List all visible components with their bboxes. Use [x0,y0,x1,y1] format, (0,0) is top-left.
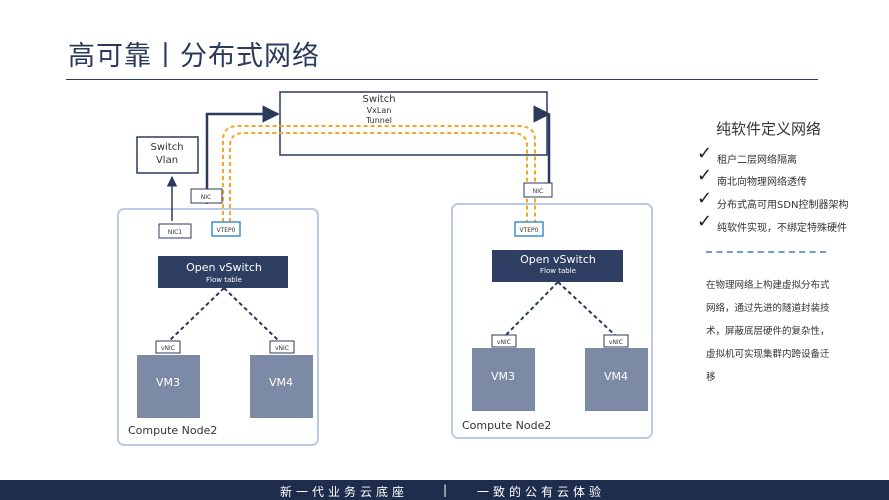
description-line: 虚拟机可实现集群内跨设备迁 [706,349,830,360]
switch-vxlan-line1: Switch [362,94,395,105]
ovs-left-sub: Flow table [206,276,242,284]
description-line: 移 [706,372,716,383]
link-ovs-vm3-left [167,287,225,343]
switch-vlan-line2: Vlan [156,155,178,166]
switch-vxlan-box [279,91,548,156]
vm4-right-label: VM4 [604,370,628,383]
footer-left-text: 新一代业务云底座 [280,485,409,499]
description-line: 术，屏蔽底层硬件的复杂性， [706,326,830,337]
ovs-left-box [158,256,288,288]
vnic-right-vm3-label: vNIC [497,339,511,346]
footer-bar: 新一代业务云底座 | 一致的公有云体验 [0,480,889,500]
feature-label: 分布式高可用SDN控制器架构 [717,200,849,211]
ovs-right-title: Open vSwitch [520,253,596,266]
vtep-right-box [514,221,544,237]
switch-vlan-line1: Switch [150,142,183,153]
title-divider [66,79,818,80]
footer-right-text: 一致的公有云体验 [477,485,606,499]
switch-vlan-box [136,136,199,174]
switch-vxlan-line2: VxLan [367,106,392,115]
nic-left-label: NIC [201,194,211,201]
vnic-left-vm3-label: vNIC [161,345,175,352]
description-line: 在物理网络上构建虚拟分布式 [706,280,830,291]
vm3-right-box [472,348,535,411]
link-left-to-vxlan [205,105,280,196]
link-ovs-vm4-right [557,281,617,337]
nic1-label: NIC1 [168,229,182,236]
ovs-left-title: Open vSwitch [186,261,262,274]
check-icon: ✓ [697,143,713,164]
compute-node-left [117,208,319,446]
compute-node-right [451,203,653,439]
compute-node-left-label: Compute Node2 [128,424,217,437]
link-ovs-vm4-left [223,287,281,343]
vm4-left-label: VM4 [269,376,293,389]
sidebar-dashed-divider [706,251,826,253]
ovs-right-sub: Flow table [540,267,576,275]
vm3-left-box [137,355,200,418]
vtep-right-label: VTEP0 [520,227,539,234]
network-diagram: Switch VxLan Tunnel Switch Vlan NIC NIC … [117,91,653,446]
check-icon: ✓ [697,165,713,186]
description-line: 网络，通过先进的隧道封装技 [706,303,830,314]
vnic-left-vm4-box [269,340,295,354]
page-title: 高可靠丨分布式网络 [68,41,320,72]
vnic-left-vm3-box [155,340,181,354]
vnic-right-vm4-label: vNIC [609,339,623,346]
feature-label: 纯软件实现，不绑定特殊硬件 [717,223,847,234]
vm3-left-label: VM3 [156,376,180,389]
sidebar-title: 纯软件定义网络 [716,120,822,138]
check-icon: ✓ [697,188,713,209]
vm3-right-label: VM3 [491,370,515,383]
vnic-left-vm4-label: vNIC [275,345,289,352]
feature-label: 租户二层网络隔离 [717,155,797,166]
feature-label: 南北向物理网络透传 [717,177,807,188]
vtep-left-label: VTEP0 [217,227,236,234]
vxlan-tunnel-outer [222,125,536,222]
compute-node-right-label: Compute Node2 [462,419,551,432]
vm4-left-box [250,355,313,418]
vm4-right-box [585,348,648,411]
vxlan-tunnel-inner [229,132,528,222]
nic1-box [158,223,192,239]
vnic-right-vm3-box [491,334,517,348]
nic-left-box [190,188,223,204]
vnic-right-vm4-box [603,334,629,348]
link-ovs-vm3-right [504,281,559,337]
ovs-right-box [492,250,623,282]
footer-separator: | [443,483,452,497]
nic-right-label: NIC [533,188,543,195]
vtep-left-box [211,221,241,237]
nic-right-box [523,182,553,198]
check-icon: ✓ [697,211,713,232]
switch-vxlan-line3: Tunnel [365,116,392,125]
